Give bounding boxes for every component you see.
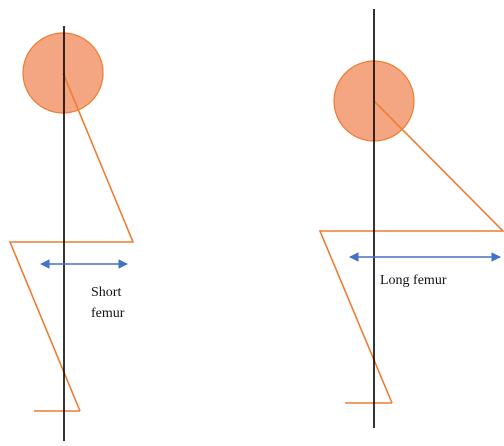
short-figure-torso-and-leg [8, 72, 135, 412]
short-femur-figure [8, 26, 135, 441]
long-femur-label: Long femur [380, 273, 447, 288]
long-figure-torso-and-leg [318, 100, 504, 404]
long-femur-figure [318, 9, 504, 428]
short-femur-label-line1: Short [91, 285, 122, 300]
short-femur-label-line2: femur [91, 306, 125, 321]
